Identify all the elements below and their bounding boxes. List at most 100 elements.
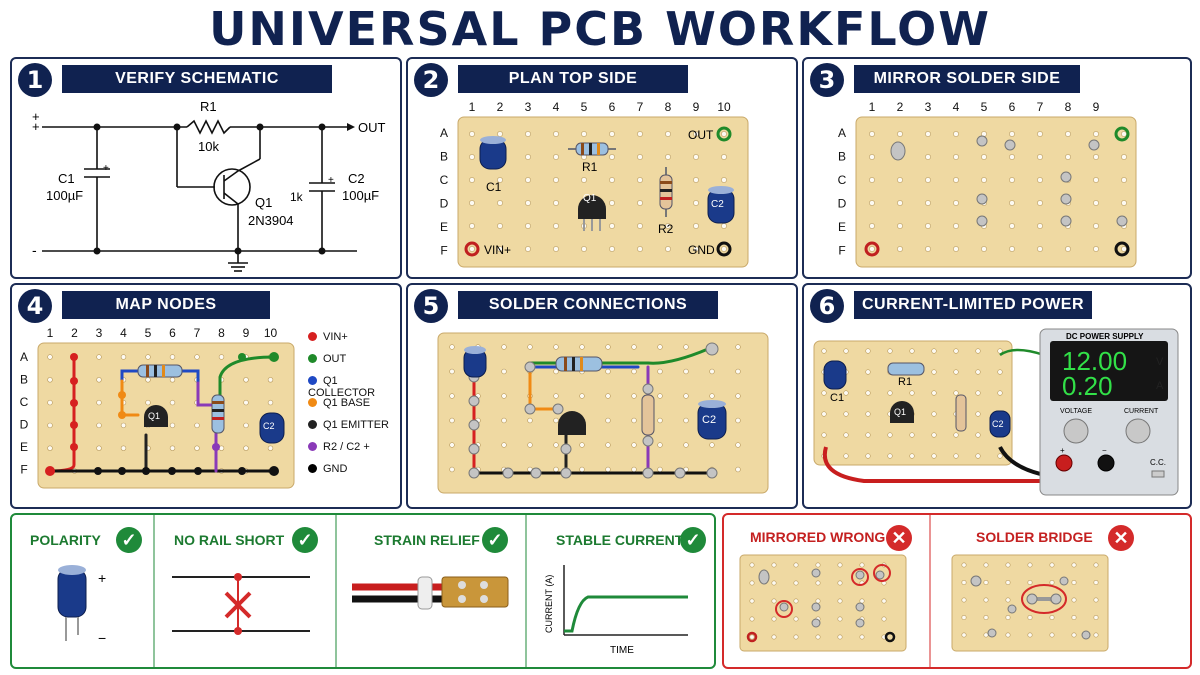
vin-pad-label: VIN+	[484, 243, 511, 257]
hole	[721, 131, 727, 137]
hole	[47, 445, 53, 451]
panel-current-limited-power: 6 CURRENT-LIMITED POWER C1 R1 Q1 C2 DC P…	[802, 283, 1192, 509]
page-title: UNIVERSAL PCB WORKFLOW	[209, 2, 991, 56]
hole	[605, 393, 611, 399]
hole	[579, 393, 585, 399]
q1-part: 2N3904	[248, 213, 294, 228]
board-label: 7	[1037, 100, 1044, 114]
hole	[1037, 154, 1043, 160]
hole	[925, 177, 931, 183]
hole	[931, 453, 937, 459]
legend-color-dot	[308, 332, 317, 341]
hole	[709, 393, 715, 399]
hole	[975, 348, 981, 354]
legend-label: GND	[323, 463, 348, 475]
hole	[793, 580, 799, 586]
rail-short-diagram	[172, 573, 310, 635]
board-label: 8	[218, 326, 225, 340]
board-label: 10	[264, 326, 278, 340]
c2-label: C2	[702, 414, 716, 426]
hole	[637, 200, 643, 206]
hole	[194, 422, 200, 429]
hole	[525, 223, 531, 229]
hole	[609, 246, 615, 252]
hole	[553, 131, 559, 137]
hole	[631, 466, 637, 473]
voltage-display: 12.00	[1062, 346, 1127, 376]
voltage-knob-label: VOLTAGE	[1060, 408, 1092, 415]
hole	[931, 390, 937, 396]
hole	[721, 177, 727, 183]
hole	[975, 453, 981, 459]
hole	[1027, 562, 1033, 568]
hole	[631, 344, 637, 350]
soldered-board: C2	[437, 332, 769, 494]
legend-color-dot	[308, 464, 317, 473]
board-label: 6	[169, 326, 176, 340]
hole	[1049, 615, 1055, 621]
panel-title: PLAN TOP SIDE	[458, 65, 688, 93]
step-number: 4	[18, 289, 52, 323]
legend-item: Q1 EMITTER	[308, 419, 389, 431]
hole	[501, 417, 507, 424]
stable-current-graph	[563, 565, 688, 636]
r2-label: R2	[658, 222, 674, 236]
hole	[881, 616, 887, 622]
hole	[837, 562, 843, 568]
hole	[887, 432, 893, 438]
hole	[909, 432, 915, 438]
hole	[96, 377, 102, 383]
hole	[1037, 177, 1043, 183]
hole	[953, 369, 959, 375]
hole	[869, 223, 875, 229]
hole	[469, 223, 475, 229]
hole	[1005, 632, 1011, 638]
board-label: C	[20, 395, 29, 409]
hole	[953, 154, 959, 160]
panel-title: VERIFY SCHEMATIC	[62, 65, 332, 93]
hole	[579, 344, 585, 350]
hole	[749, 598, 755, 604]
hole	[821, 432, 827, 438]
no-rail-short-label: NO RAIL SHORT	[174, 532, 285, 548]
hole	[683, 368, 689, 375]
c1-label: C1	[830, 392, 844, 404]
hole	[497, 131, 503, 137]
mirrored-wrong-label: MIRRORED WRONG	[750, 529, 886, 545]
hole	[96, 422, 102, 429]
board-label: D	[838, 197, 847, 211]
c1-capacitor	[463, 346, 487, 378]
current-knob[interactable]	[1125, 418, 1151, 444]
hole	[553, 154, 559, 160]
positive-terminal[interactable]	[1055, 454, 1073, 472]
hole	[47, 377, 53, 383]
c2-capacitor	[707, 186, 735, 224]
hole	[771, 580, 777, 586]
hole	[96, 354, 102, 360]
step-number: 1	[18, 63, 52, 97]
step-number: 3	[810, 63, 844, 97]
negative-terminal[interactable]	[1097, 454, 1115, 472]
hole	[1093, 580, 1099, 586]
hole	[469, 154, 475, 160]
hole	[983, 615, 989, 621]
board-label: 6	[609, 100, 616, 114]
hole	[1027, 615, 1033, 621]
hole	[267, 377, 274, 383]
hole	[469, 131, 475, 137]
hole	[169, 354, 176, 360]
board-label: 4	[553, 100, 560, 114]
hole	[609, 154, 615, 160]
hole	[1093, 223, 1099, 229]
hole	[897, 131, 903, 137]
voltage-knob[interactable]	[1063, 418, 1089, 444]
board-label: 4	[120, 326, 127, 340]
mirrored-wrong-board	[739, 554, 907, 652]
hole	[771, 562, 777, 568]
hole	[449, 344, 455, 350]
hole	[843, 411, 849, 417]
hole	[869, 200, 875, 206]
